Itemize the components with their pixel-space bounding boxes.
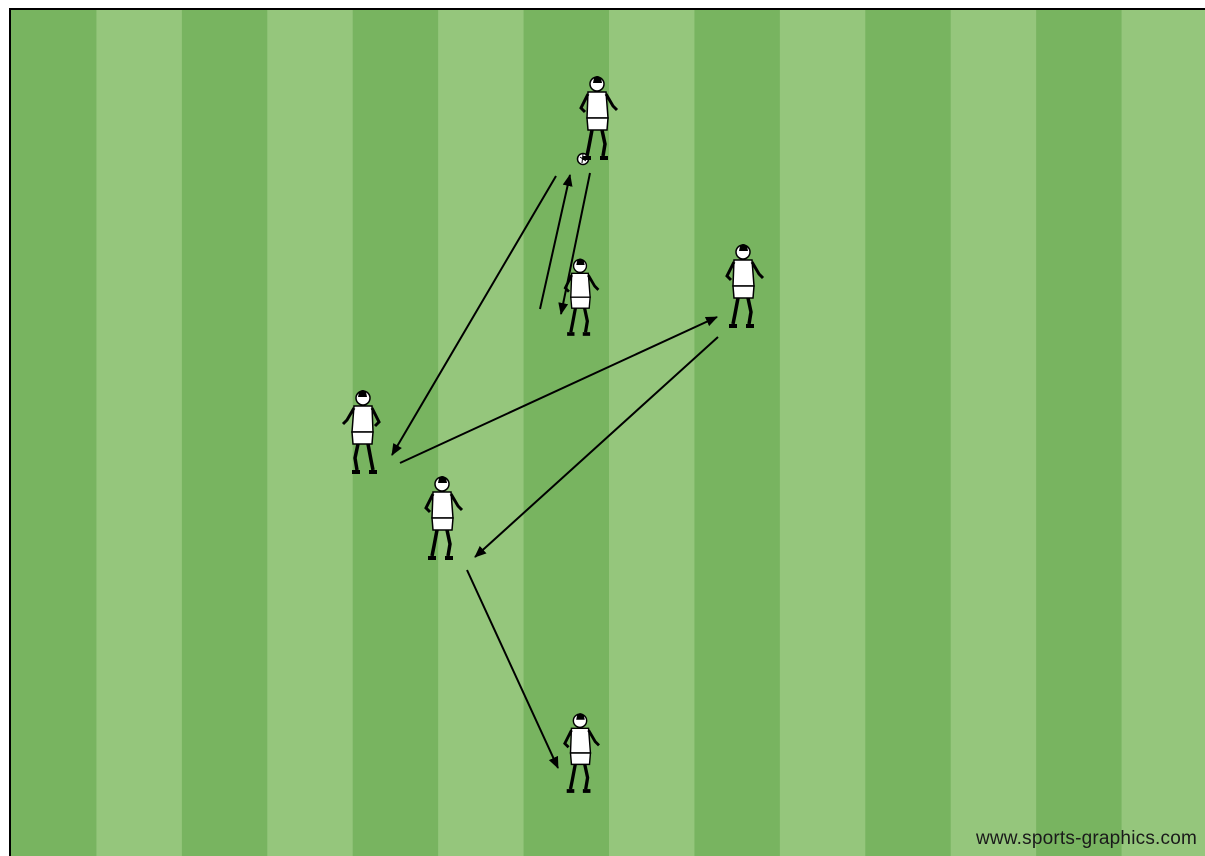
pitch-stripe	[524, 10, 610, 856]
pitch-stripe	[1122, 10, 1205, 856]
watermark-text: www.sports-graphics.com	[976, 828, 1197, 850]
pitch-stripe	[1036, 10, 1122, 856]
pitch-stripe	[96, 10, 182, 856]
pitch-stripe	[182, 10, 268, 856]
pitch-stripes	[11, 10, 1205, 856]
pitch-stripe	[951, 10, 1037, 856]
pitch-stripe	[438, 10, 524, 856]
pitch-stripe	[609, 10, 695, 856]
soccer-pitch: www.sports-graphics.com	[9, 8, 1205, 856]
drill-diagram	[11, 10, 1205, 856]
pitch-stripe	[11, 10, 97, 856]
pitch-stripe	[780, 10, 866, 856]
pitch-stripe	[865, 10, 951, 856]
pitch-stripe	[267, 10, 353, 856]
pitch-stripe	[694, 10, 780, 856]
